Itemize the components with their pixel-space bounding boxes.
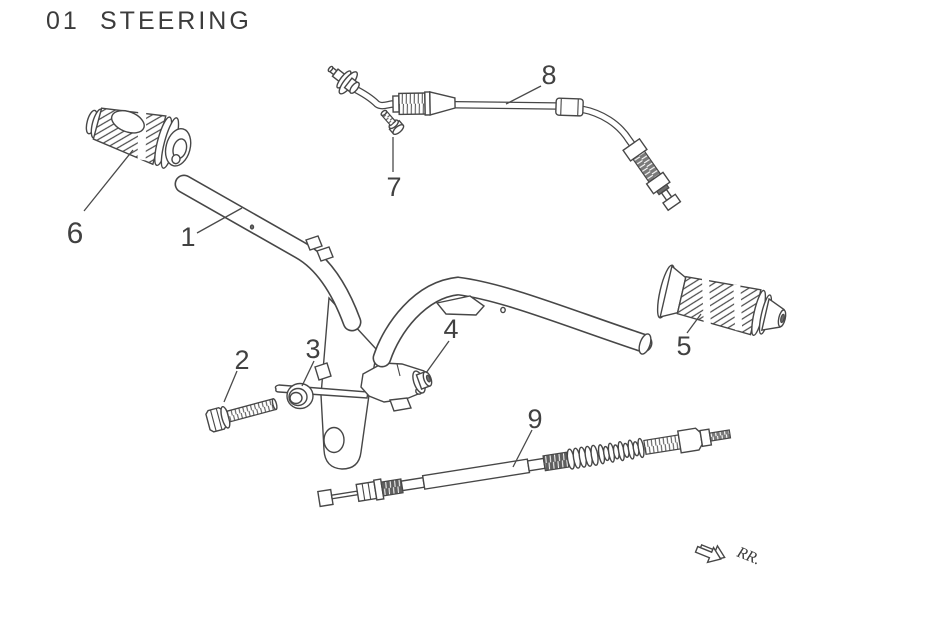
leader-line-2 [223,370,238,403]
leader-line-9 [512,429,533,468]
handlebar-drawing [174,174,653,470]
leader-line-1 [196,207,243,234]
leader-line-3 [301,360,315,387]
cable-ferrule [555,97,584,117]
flange-nut-drawing [412,370,433,394]
callout-numbers: 1 2 3 4 5 6 7 8 9 [67,60,692,434]
leader-line-8 [505,85,542,105]
section-title: STEERING [100,7,252,35]
callout-1: 1 [180,222,195,252]
callout-3: 3 [305,334,320,364]
left-grip-drawing [85,107,192,169]
screw-drawing [380,109,405,136]
leader-lines [83,85,702,468]
leader-line-4 [425,340,450,374]
direction-marker-label: RR. [734,544,763,569]
leader-line-6 [83,149,134,212]
cable-adjuster [392,91,456,116]
direction-arrow-icon [694,545,722,564]
callout-7: 7 [386,172,401,202]
callout-4: 4 [443,314,458,344]
bolt-drawing [205,398,278,433]
section-number: 01 [46,7,80,35]
leader-line-5 [686,313,702,334]
nut-bushing-drawing [286,382,314,410]
right-grip-drawing [656,264,787,337]
callout-5: 5 [676,331,691,361]
cable-end-fitting [327,65,360,95]
callout-8: 8 [541,60,556,90]
callout-6: 6 [67,217,84,250]
callout-9: 9 [527,404,542,434]
cable-threaded-adjuster [622,137,682,212]
throttle-cable-drawing [327,65,682,212]
callout-2: 2 [234,345,249,375]
direction-marker: RR. [694,544,763,569]
brake-cable-drawing [317,427,732,508]
